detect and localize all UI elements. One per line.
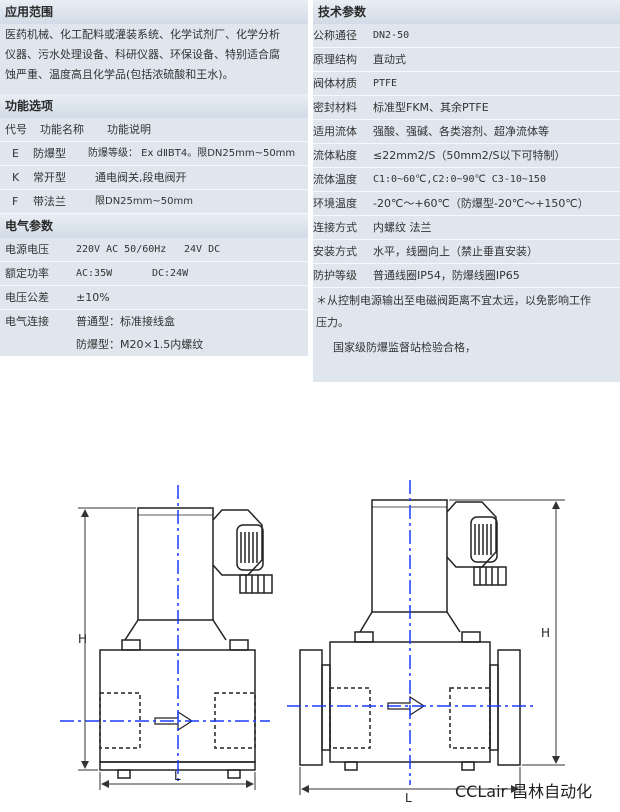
option-desc: 限DN25mm~50mm <box>95 196 193 207</box>
scope-line: 仪器、污水处理设备、科研仪器、环保设备、特别适合腐 <box>5 48 280 61</box>
tech-label: 原理结构 <box>313 53 357 66</box>
tech-label: 安装方式 <box>313 245 357 258</box>
option-code: F <box>12 195 19 208</box>
electrical-row: 电源电压 220V AC 50/60Hz 24V DC <box>0 238 308 262</box>
electrical-value: ±10% <box>76 291 110 304</box>
tech-row: 流体温度 C1:0~60℃,C2:0~90℃ C3-10~150 <box>313 168 620 192</box>
valve-dimension-drawing: H L <box>60 480 565 805</box>
tech-row: 适用流体 强酸、强碱、各类溶剂、超净流体等 <box>313 120 620 144</box>
certification-text: 国家级防爆监督站检验合格， <box>333 341 476 354</box>
left-spec-panel: 应用范围 医药机械、化工配料或灌装系统、化学试剂厂、化学分析 仪器、污水处理设备… <box>0 0 308 356</box>
left-l-dimension <box>99 772 256 790</box>
tech-label: 环境温度 <box>313 197 357 210</box>
tech-label: 流体温度 <box>313 173 357 186</box>
tech-value: 水平，线圈向上（禁止垂直安装） <box>373 245 538 258</box>
electrical-value-ac: AC:35W <box>76 268 113 279</box>
electrical-row: 电压公差 ±10% <box>0 286 308 310</box>
tech-value: -20℃～+60℃（防爆型-20℃～+150℃） <box>373 197 589 210</box>
option-desc: 通电阀关,段电阀开 <box>95 171 187 184</box>
right-h-dimension <box>449 499 565 766</box>
right-l-dimension <box>299 767 521 795</box>
option-name: 带法兰 <box>33 195 66 208</box>
option-code: E <box>12 147 19 160</box>
electrical-label: 电源电压 <box>5 243 49 256</box>
option-row: K 常开型 通电阀关,段电阀开 <box>0 166 308 190</box>
option-name: 常开型 <box>33 171 66 184</box>
left-l-label: L <box>174 769 181 783</box>
tech-label: 公称通径 <box>313 29 357 42</box>
electrical-row: 额定功率 AC:35W DC:24W <box>0 262 308 286</box>
note-line: ＊从控制电源输出至电磁阀距离不宜太远，以免影响工作 <box>316 294 591 307</box>
option-code: K <box>12 171 20 184</box>
scope-text: 医药机械、化工配料或灌装系统、化学试剂厂、化学分析 仪器、污水处理设备、科研仪器… <box>5 25 280 85</box>
tech-row: 连接方式 内螺纹 法兰 <box>313 216 620 240</box>
right-l-label: L <box>405 791 412 805</box>
electrical-label: 额定功率 <box>5 267 49 280</box>
tech-label: 防护等级 <box>313 269 357 282</box>
tech-value: ≤22mm2/S（50mm2/S以下可特制） <box>373 149 566 162</box>
electrical-value-dc: 24V DC <box>184 244 221 255</box>
tech-row: 公称通径 DN2-50 <box>313 24 620 48</box>
left-h-label: H <box>78 632 87 646</box>
tech-row: 安装方式 水平，线圈向上（禁止垂直安装） <box>313 240 620 264</box>
watermark: CCLair 昌林自动化 <box>455 782 593 801</box>
tech-note: ＊从控制电源输出至电磁阀距离不宜太远，以免影响工作 压力。 <box>316 290 618 334</box>
scope-line: 蚀严重、温度高且化学品(包括浓硫酸和王水)。 <box>5 68 234 81</box>
connection-standard: 普通型：标准接线盒 <box>76 315 175 328</box>
left-h-dimension <box>78 507 136 771</box>
right-h-label: H <box>541 626 550 640</box>
electrical-label: 电气连接 <box>5 315 49 328</box>
scope-line: 医药机械、化工配料或灌装系统、化学试剂厂、化学分析 <box>5 28 280 41</box>
tech-label: 流体粘度 <box>313 149 357 162</box>
electrical-label: 电压公差 <box>5 291 49 304</box>
tech-row: 阀体材质 PTFE <box>313 72 620 96</box>
options-title: 功能选项 <box>0 94 308 118</box>
tech-value: PTFE <box>373 78 398 89</box>
tech-value: C1:0~60℃,C2:0~90℃ C3-10~150 <box>373 174 546 185</box>
tech-row: 环境温度 -20℃～+60℃（防爆型-20℃～+150℃） <box>313 192 620 216</box>
tech-row: 原理结构 直动式 <box>313 48 620 72</box>
tech-row: 防护等级 普通线圈IP54，防爆线圈IP65 <box>313 264 620 288</box>
tech-value: DN2-50 <box>373 30 410 41</box>
tech-value: 标准型FKM、其余PTFE <box>373 101 489 114</box>
tech-label: 适用流体 <box>313 125 357 138</box>
col-name-header: 功能名称 <box>40 123 84 136</box>
options-header-row: 代号 功能名称 功能说明 <box>0 118 308 142</box>
tech-value: 内螺纹 法兰 <box>373 221 432 234</box>
option-row: F 带法兰 限DN25mm~50mm <box>0 190 308 214</box>
tech-title: 技术参数 <box>313 0 620 24</box>
electrical-title: 电气参数 <box>0 214 308 238</box>
connection-explosion-proof: 防爆型：M20×1.5内螺纹 <box>76 338 204 351</box>
tech-value: 普通线圈IP54，防爆线圈IP65 <box>373 269 520 282</box>
electrical-value-ac: 220V AC 50/60Hz <box>76 244 167 255</box>
tech-row: 流体粘度 ≤22mm2/S（50mm2/S以下可特制） <box>313 144 620 168</box>
tech-value: 强酸、强碱、各类溶剂、超净流体等 <box>373 125 549 138</box>
note-line: 压力。 <box>316 316 349 329</box>
option-row: E 防爆型 防爆等级： Ex dⅡBT4。限DN25mm~50mm <box>0 142 308 166</box>
option-desc: 防爆等级： Ex dⅡBT4。限DN25mm~50mm <box>88 148 296 159</box>
tech-label: 阀体材质 <box>313 77 357 90</box>
scope-title: 应用范围 <box>0 0 308 24</box>
tech-value: 直动式 <box>373 53 406 66</box>
left-valve <box>99 507 273 779</box>
col-code-header: 代号 <box>5 123 27 136</box>
right-spec-panel: 技术参数 公称通径 DN2-50 原理结构 直动式阀体材质 PTFE 密封材料 标准型FKM… <box>313 0 620 382</box>
electrical-connection-row: 电气连接 普通型：标准接线盒 防爆型：M20×1.5内螺纹 <box>0 310 308 356</box>
tech-row: 密封材料 标准型FKM、其余PTFE <box>313 96 620 120</box>
tech-label: 密封材料 <box>313 101 357 114</box>
option-name: 防爆型 <box>33 147 66 160</box>
tech-label: 连接方式 <box>313 221 357 234</box>
col-desc-header: 功能说明 <box>107 123 151 136</box>
electrical-value-dc: DC:24W <box>152 268 189 279</box>
